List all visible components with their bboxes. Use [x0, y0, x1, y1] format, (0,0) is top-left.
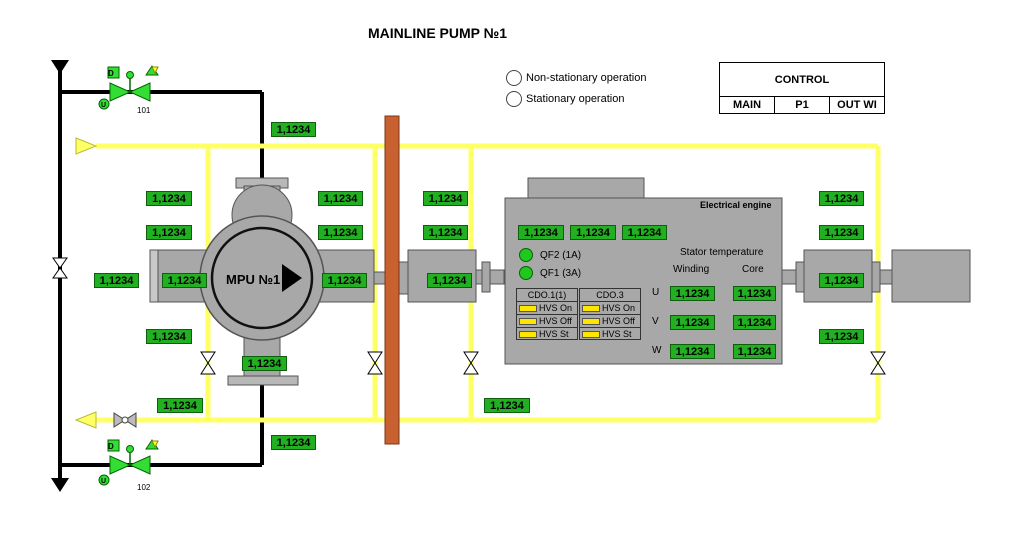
- value-winding-v[interactable]: 1,1234: [670, 315, 715, 330]
- engine-title: Electrical engine: [700, 200, 772, 210]
- control-panel: CONTROL MAIN P1 OUT WI: [719, 62, 885, 114]
- valve-101-d-label: D: [108, 69, 114, 78]
- valve-102-d-label: D: [108, 442, 114, 451]
- value-engine-2[interactable]: 1,1234: [570, 225, 616, 240]
- phase-u-label: U: [652, 287, 660, 298]
- oil-drain-valve-icon[interactable]: [113, 412, 137, 428]
- value-bearing-1c[interactable]: 1,1234: [427, 273, 472, 288]
- core-header: Core: [742, 264, 764, 275]
- exciter[interactable]: [891, 249, 971, 303]
- page-title: MAINLINE PUMP №1: [368, 25, 508, 41]
- cdo-1-hvs-st-label: HVS St: [539, 329, 569, 339]
- winding-header: Winding: [673, 264, 710, 275]
- qf2-label: QF2 (1A): [540, 250, 582, 261]
- value-pump-4[interactable]: 1,1234: [318, 225, 363, 240]
- value-discharge-top[interactable]: 1,1234: [271, 122, 316, 137]
- cdo-3-hvs-on-label: HVS On: [602, 303, 636, 313]
- hvs-st-indicator: [582, 330, 600, 338]
- value-pump-1[interactable]: 1,1234: [146, 191, 192, 206]
- value-bearing-2d[interactable]: 1,1234: [819, 329, 864, 344]
- valve-102-u-label: U: [101, 478, 106, 485]
- cdo-3-hvs-off-label: HVS Off: [602, 316, 635, 326]
- cdo-3-hvs-on[interactable]: HVS On: [580, 302, 640, 315]
- value-bearing-2a[interactable]: 1,1234: [819, 191, 864, 206]
- hvs-on-indicator: [519, 304, 537, 312]
- value-bearing-1a[interactable]: 1,1234: [423, 191, 468, 206]
- oil-valve-2-icon[interactable]: [367, 351, 383, 375]
- firewall: [384, 115, 400, 445]
- value-engine-1[interactable]: 1,1234: [518, 225, 564, 240]
- value-pump-3[interactable]: 1,1234: [146, 225, 192, 240]
- valve-101-u-label: U: [101, 102, 106, 109]
- cdo-3-hvs-off[interactable]: HVS Off: [580, 315, 640, 328]
- value-oil-drain[interactable]: 1,1234: [157, 398, 203, 413]
- value-oil-return[interactable]: 1,1234: [484, 398, 530, 413]
- cdo-1-title: CDO.1(1): [517, 289, 577, 302]
- mode-stationary-label: Stationary operation: [526, 93, 625, 105]
- coupling-2: [481, 261, 491, 293]
- phase-v-label: V: [652, 316, 659, 327]
- value-bearing-1b[interactable]: 1,1234: [423, 225, 468, 240]
- value-core-w[interactable]: 1,1234: [733, 344, 776, 359]
- motor-valve-101-icon[interactable]: [98, 65, 159, 110]
- value-bearing-2b[interactable]: 1,1234: [819, 225, 864, 240]
- mode-non-stationary[interactable]: Non-stationary operation: [506, 68, 646, 88]
- oil-valve-3-icon[interactable]: [463, 351, 479, 375]
- hvs-off-indicator: [582, 317, 600, 325]
- hvs-st-indicator: [519, 330, 537, 338]
- value-bearing-2c[interactable]: 1,1234: [819, 273, 864, 288]
- value-pump-5[interactable]: 1,1234: [162, 273, 207, 288]
- value-core-u[interactable]: 1,1234: [733, 286, 776, 301]
- value-winding-u[interactable]: 1,1234: [670, 286, 715, 301]
- cdo-3-title: CDO.3: [580, 289, 640, 302]
- qf2-indicator: [519, 248, 533, 262]
- value-pump-bottom[interactable]: 1,1234: [242, 356, 287, 371]
- coupling-3: [795, 261, 805, 293]
- control-p1-button[interactable]: P1: [775, 97, 830, 114]
- motor-valve-102-icon[interactable]: [98, 439, 159, 486]
- oil-valve-4-icon[interactable]: [870, 351, 886, 375]
- mode-non-stationary-label: Non-stationary operation: [526, 72, 647, 84]
- cdo-1-hvs-on[interactable]: HVS On: [517, 302, 577, 315]
- bypass-valve-icon[interactable]: [52, 257, 68, 279]
- hvs-off-indicator: [519, 317, 537, 325]
- cdo-1-hvs-off[interactable]: HVS Off: [517, 315, 577, 328]
- coupling-4: [871, 261, 881, 293]
- stator-temperature-title: Stator temperature: [680, 247, 764, 258]
- oil-outlet-arrow-icon: [74, 411, 97, 429]
- control-out-wi-button[interactable]: OUT WI: [837, 99, 877, 111]
- valve-102-tag: 102: [137, 483, 151, 492]
- outlet-arrow-icon: [51, 478, 69, 492]
- qf1-label: QF1 (3A): [540, 268, 582, 279]
- value-pump-7[interactable]: 1,1234: [146, 329, 192, 344]
- value-core-v[interactable]: 1,1234: [733, 315, 776, 330]
- value-pump-6[interactable]: 1,1234: [322, 273, 367, 288]
- radio-non-stationary[interactable]: [506, 70, 522, 86]
- cdo-1-hvs-st[interactable]: HVS St: [517, 328, 577, 340]
- value-pump-2[interactable]: 1,1234: [318, 191, 363, 206]
- valve-101-tag: 101: [137, 106, 151, 115]
- cdo-1-hvs-off-label: HVS Off: [539, 316, 572, 326]
- cdo-3-hvs-st-label: HVS St: [602, 329, 632, 339]
- pump-label: MPU №1: [226, 272, 281, 287]
- oil-inlet-arrow-icon: [75, 137, 98, 155]
- oil-valve-1-icon[interactable]: [200, 351, 216, 375]
- phase-w-label: W: [652, 345, 662, 356]
- value-discharge-bottom[interactable]: 1,1234: [271, 435, 316, 450]
- qf1-indicator: [519, 266, 533, 280]
- control-main-button[interactable]: MAIN: [720, 97, 775, 114]
- cdo-3-hvs-st[interactable]: HVS St: [580, 328, 640, 340]
- cdo-1-panel: CDO.1(1) HVS On HVS Off HVS St: [516, 288, 578, 340]
- cdo-3-panel: CDO.3 HVS On HVS Off HVS St: [579, 288, 641, 340]
- hvs-on-indicator: [582, 304, 600, 312]
- mode-stationary[interactable]: Stationary operation: [506, 89, 624, 109]
- radio-stationary[interactable]: [506, 91, 522, 107]
- inlet-arrow-icon: [51, 60, 69, 74]
- value-engine-3[interactable]: 1,1234: [622, 225, 667, 240]
- control-title: CONTROL: [720, 63, 884, 97]
- cdo-1-hvs-on-label: HVS On: [539, 303, 573, 313]
- value-suction-pressure[interactable]: 1,1234: [94, 273, 139, 288]
- value-winding-w[interactable]: 1,1234: [670, 344, 715, 359]
